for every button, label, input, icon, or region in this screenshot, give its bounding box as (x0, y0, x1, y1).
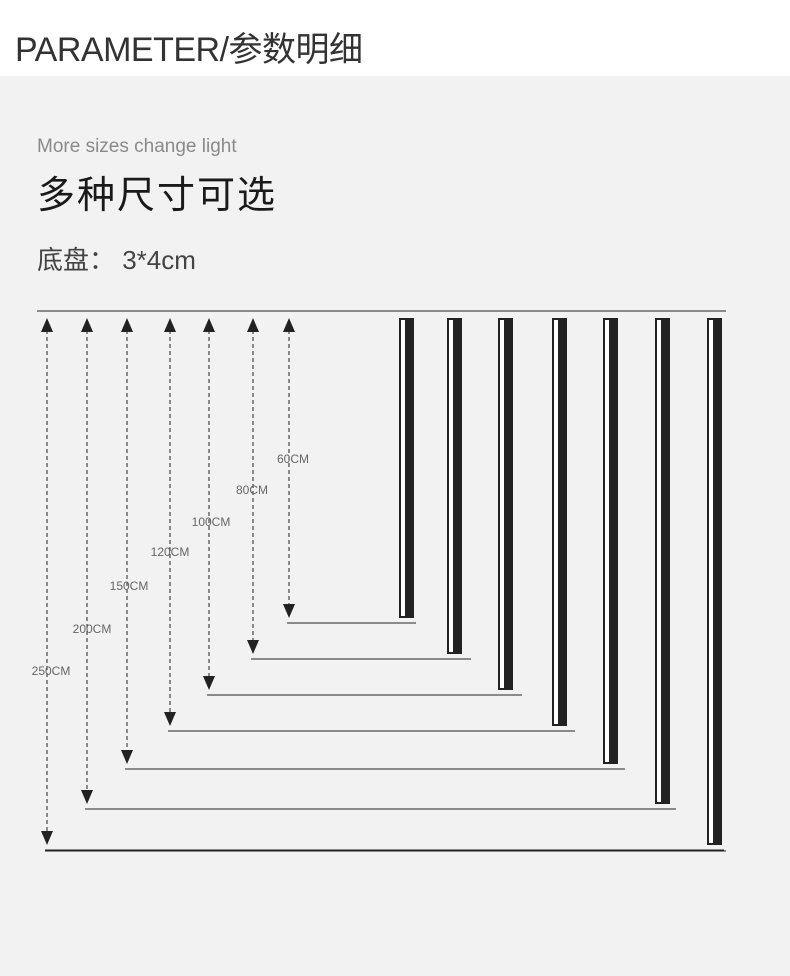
arrow-down-icon (247, 640, 259, 654)
lamp-light-strip (709, 320, 713, 843)
size-label: 60CM (277, 452, 309, 466)
arrow-up-icon (41, 318, 53, 332)
lamp-light-strip (449, 320, 453, 652)
arrow-down-icon (121, 750, 133, 764)
page-title: PARAMETER/参数明细 (15, 31, 363, 69)
size-label: 80CM (236, 483, 268, 497)
page-header: PARAMETER/参数明细 (0, 0, 790, 76)
size-label: 250CM (32, 664, 71, 678)
arrow-down-icon (41, 831, 53, 845)
lamp-light-strip (401, 320, 405, 616)
arrow-up-icon (81, 318, 93, 332)
lamp-light-strip (657, 320, 661, 802)
size-label: 120CM (151, 545, 190, 559)
base-size-info: 底盘： 3*4cm (37, 245, 196, 275)
size-label: 150CM (110, 579, 149, 593)
lamp-light-strip (605, 320, 609, 762)
arrow-up-icon (247, 318, 259, 332)
subtitle-english: More sizes change light (37, 136, 237, 157)
arrow-down-icon (81, 790, 93, 804)
arrow-up-icon (121, 318, 133, 332)
lamp-light-strip (554, 320, 558, 724)
arrow-up-icon (203, 318, 215, 332)
title-chinese: 多种尺寸可选 (37, 175, 278, 217)
size-label: 200CM (73, 622, 112, 636)
size-label: 100CM (192, 515, 231, 529)
arrow-down-icon (164, 712, 176, 726)
arrow-down-icon (283, 604, 295, 618)
arrow-down-icon (203, 676, 215, 690)
lamp-light-strip (500, 320, 504, 688)
arrow-up-icon (164, 318, 176, 332)
arrow-up-icon (283, 318, 295, 332)
